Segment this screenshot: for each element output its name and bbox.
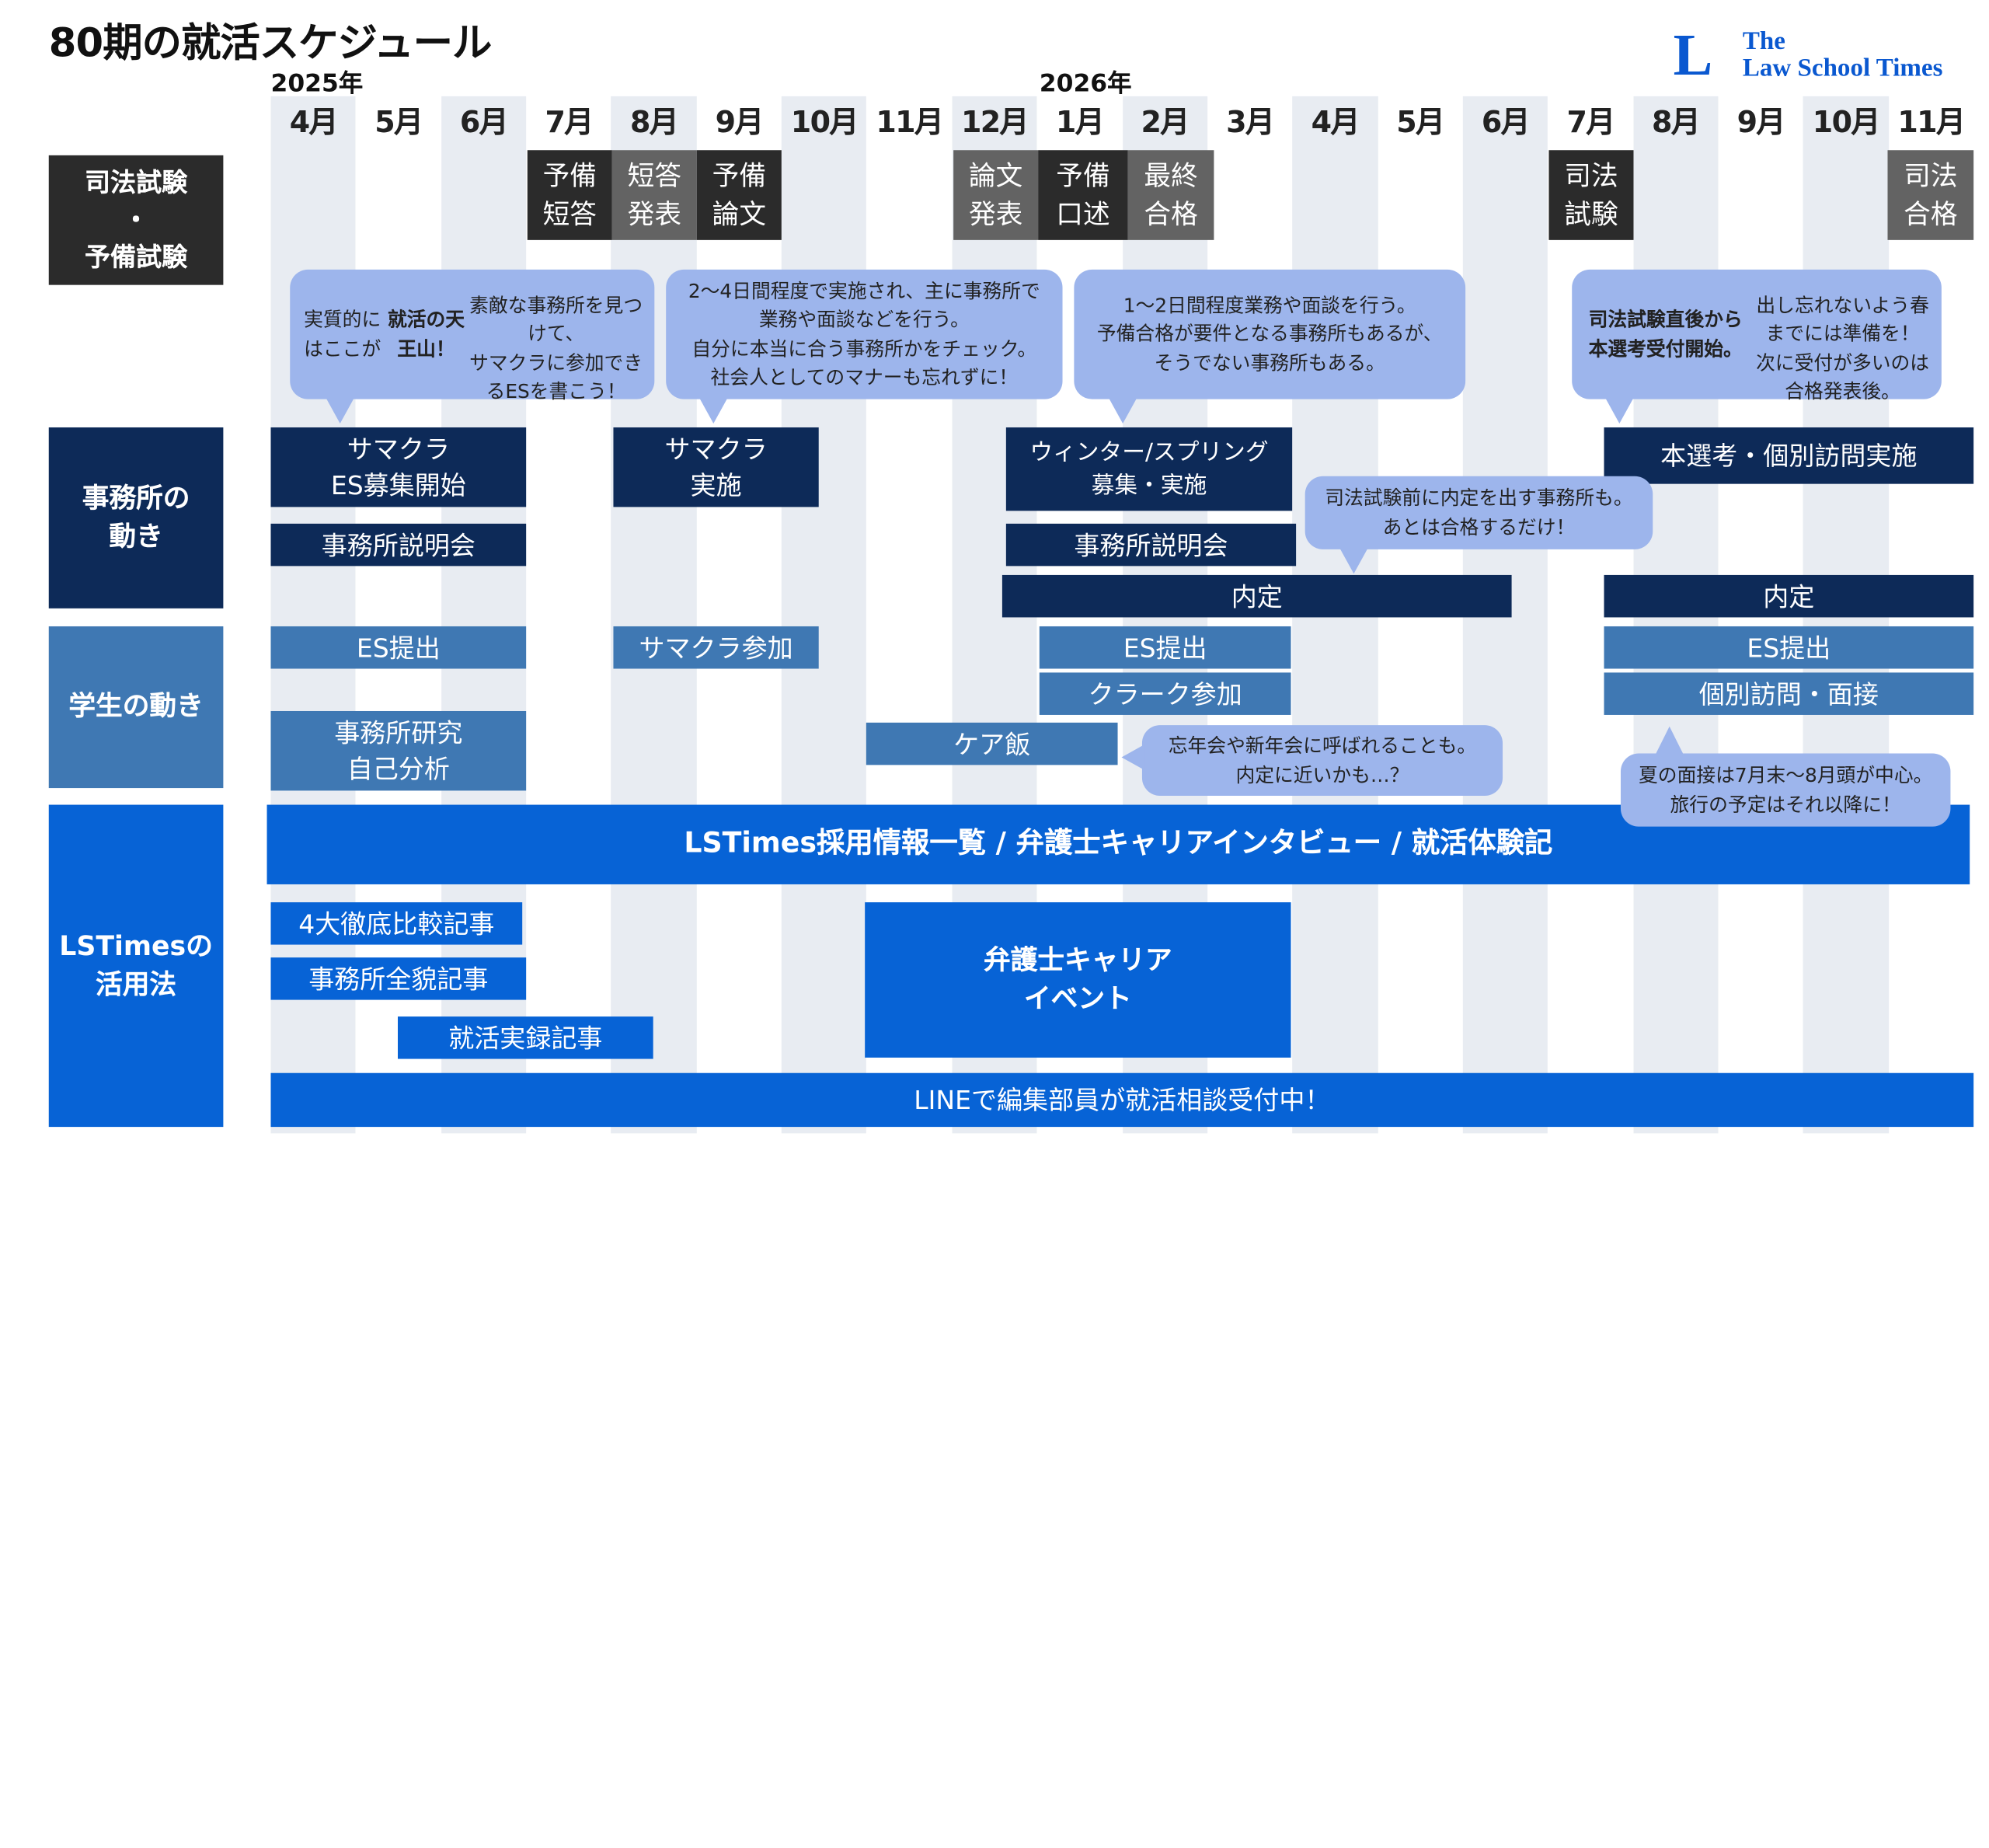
month-label: 4月 [1311,106,1360,140]
bubble-tail [1121,744,1145,770]
section-lstimes: LSTimesの 活用法 [48,804,224,1128]
firm-naitei-1: 内定 [1001,574,1512,618]
bubble-honsenko: 司法試験直後から本選考受付開始。 出し忘れないよう春までには準備を！ 次に受付が… [1572,269,1942,403]
bubble-tail [699,397,728,424]
bubble-winter: 1〜2日間程度業務や面談を行う。 予備合格が要件となる事務所もあるが、 そうでな… [1074,269,1466,399]
lstimes-line[interactable]: LINEで編集部員が就活相談受付中！ [270,1072,1974,1128]
student-samakura-join: サマクラ参加 [613,626,819,669]
logo-mark: L [1673,22,1713,88]
year-label-2026: 2026年 [1039,69,1132,98]
firm-winter-spring: ウィンター/スプリング 募集・実施 [1005,427,1293,511]
firm-setsumeikai-2: 事務所説明会 [1005,523,1297,567]
month-label: 5月 [1396,106,1445,140]
bubble-tail [1339,548,1368,574]
month-label: 5月 [374,106,423,140]
exam-yobi-koujutsu: 予備 口述 [1038,150,1128,240]
student-kenkyu: 事務所研究 自己分析 [270,710,527,791]
firm-naitei-2: 内定 [1604,574,1974,618]
exam-shiho-gokaku: 司法 合格 [1887,150,1974,240]
year-label-2025: 2025年 [270,69,364,98]
lstimes-hikaku[interactable]: 4大徹底比較記事 [270,902,523,945]
exam-shiho-shiken: 司法 試験 [1548,150,1634,240]
month-label: 11月 [876,106,944,140]
exam-yobi-ronbun: 予備 論文 [696,150,782,240]
month-label: 11月 [1897,106,1966,140]
bubble-bonenkai: 忘年会や新年会に呼ばれることも。 内定に近いかも…？ [1141,725,1503,796]
month-label: 12月 [960,106,1029,140]
month-column [526,96,611,1133]
student-clerk: クラーク参加 [1039,672,1291,715]
section-student: 学生の動き [48,626,224,789]
month-label: 7月 [545,106,594,140]
firm-setsumeikai-1: 事務所説明会 [270,523,527,567]
month-label: 1月 [1055,106,1105,140]
bubble-naitei-mae: 司法試験前に内定を出す事務所も。 あとは合格するだけ！ [1305,476,1653,549]
month-label: 6月 [1481,106,1531,140]
student-es-2: ES提出 [1039,626,1291,669]
month-label: 9月 [1736,106,1786,140]
bubble-tennozan: 実質的にはここが就活の天王山！ 素敵な事務所を見つけて、 サマクラに参加できるE… [290,269,655,403]
bubble-tail [1605,397,1634,424]
page-title: 80期の就活スケジュール [48,20,493,67]
firm-samakura-es: サマクラ ES募集開始 [270,427,527,507]
lstimes-zenbou[interactable]: 事務所全貌記事 [270,957,527,1000]
month-label: 9月 [715,106,765,140]
bubble-samakura: 2〜4日間程度で実施され、主に事務所で 業務や面談などを行う。 自分に本当に合う… [666,269,1063,399]
lstimes-jitsuroku[interactable]: 就活実録記事 [397,1016,653,1059]
logo-text: The Law School Times [1742,26,1943,82]
month-column [781,96,867,1134]
exam-saishu-gokaku: 最終 合格 [1127,150,1214,240]
firm-samakura-jisshi: サマクラ 実施 [613,427,819,507]
month-label: 10月 [790,106,859,140]
month-label: 8月 [1652,106,1701,140]
section-firm: 事務所の 動き [48,427,224,608]
student-es-1: ES提出 [270,626,527,669]
firm-honsenko: 本選考・個別訪問実施 [1604,427,1974,484]
student-caremeshi: ケア飯 [866,722,1118,765]
bubble-tail [1108,397,1137,424]
month-label: 10月 [1812,106,1881,140]
student-es-3: ES提出 [1604,626,1974,669]
month-label: 4月 [289,106,339,140]
exam-yobi-tanto: 予備 短答 [527,150,612,240]
month-column [696,96,782,1133]
exam-ronbun-happyo: 論文 発表 [953,150,1039,240]
section-exam: 司法試験 ・ 予備試験 [48,155,224,285]
month-label: 6月 [459,106,509,140]
bubble-tail [326,397,354,424]
lstimes-event[interactable]: 弁護士キャリア イベント [865,902,1291,1058]
month-column [611,96,697,1134]
month-label: 2月 [1141,106,1190,140]
student-kobetsu: 個別訪問・面接 [1604,672,1974,715]
bubble-natsu-mensetsu: 夏の面接は7月末〜8月頭が中心。 旅行の予定はそれ以降に！ [1620,753,1951,827]
month-label: 7月 [1566,106,1615,140]
bubble-tail [1655,726,1684,755]
month-label: 8月 [630,106,679,140]
month-label: 3月 [1226,106,1275,140]
exam-tanto-happyo: 短答 発表 [611,150,697,240]
